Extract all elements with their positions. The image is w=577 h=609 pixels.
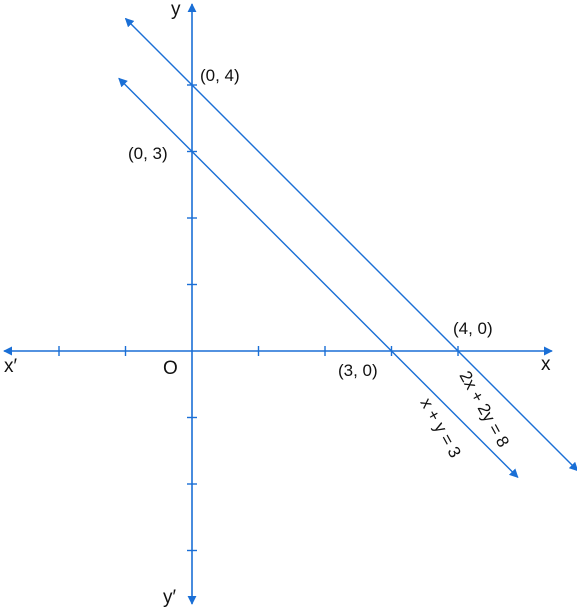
equation-label-2x-plus-2y-eq-8: 2x + 2y = 8	[456, 368, 513, 451]
x-axis-negative-label: x′	[4, 356, 18, 377]
line-2x-plus-2y-eq-8	[124, 17, 577, 472]
y-axis-label: y	[171, 0, 181, 20]
point-label-0-3: (0, 3)	[128, 144, 168, 163]
point-label-0-4: (0, 4)	[200, 66, 240, 85]
point-label-4-0: (4, 0)	[453, 319, 493, 338]
point-label-3-0: (3, 0)	[338, 361, 378, 380]
line-x-plus-y-eq-3	[118, 77, 519, 478]
origin-label: O	[163, 358, 178, 379]
x-axis-label: x	[541, 354, 551, 375]
y-axis-negative-label: y′	[163, 587, 177, 608]
equation-label-x-plus-y-eq-3: x + y = 3	[417, 395, 465, 461]
